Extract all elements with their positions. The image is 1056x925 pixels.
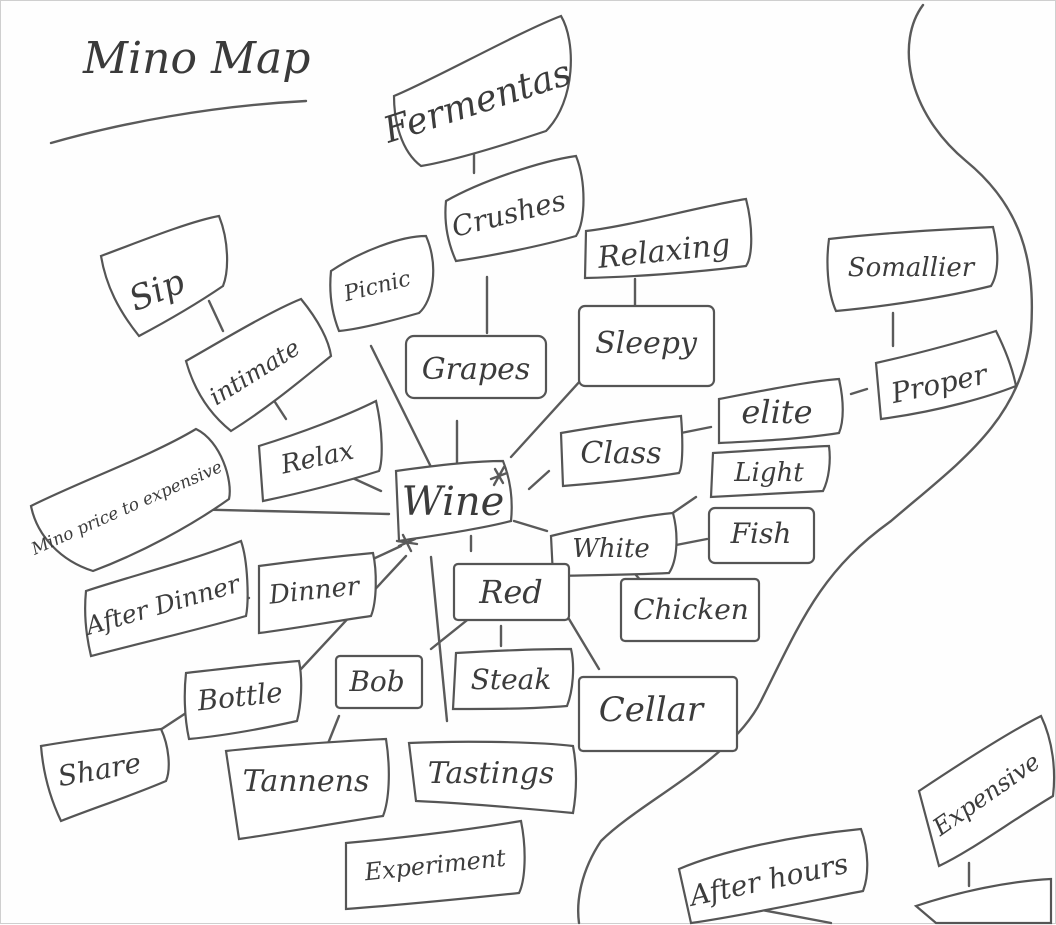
node-box-tastings [407,740,578,815]
node-box-cellar [577,675,739,753]
node-tannens: Tannens [243,764,370,799]
node-box-afterhours [677,827,869,925]
title-underline [49,99,308,145]
node-box-partial [913,877,1053,925]
node-box-grapes [404,334,548,400]
node-cellar: Cellar [599,690,705,730]
node-box-sommelier [826,225,999,313]
node-box-expensive [917,714,1056,868]
node-box-light [709,444,831,499]
node-box-wine [394,459,513,543]
node-box-sip [99,214,229,338]
node-sommelier: Somallier [848,253,976,283]
node-wine: Wine [402,479,505,525]
map-title: Mino Map [82,33,310,84]
node-red: Red [478,573,543,611]
node-box-afterdinner [83,539,249,658]
node-chicken: Chicken [633,593,749,626]
node-sleepy: Sleepy [595,326,698,361]
node-box-elite [717,377,844,445]
node-tastings: Tastings [428,756,555,791]
node-box-tannens [224,737,390,841]
node-box-fermentas [392,14,572,168]
node-box-share [39,727,170,823]
node-elite: elite [741,393,812,431]
asterisk-icon [489,465,509,487]
node-box-intimate [184,297,333,433]
node-steak: Steak [471,663,552,696]
node-box-experiment [344,819,526,911]
node-box-class [559,414,684,488]
node-class: Class [580,436,661,471]
node-box-sleepy [577,304,716,388]
node-light: Light [733,458,804,488]
node-box-dinner [257,551,377,635]
star-marks [395,465,509,553]
node-box-crushes [444,154,585,263]
node-box-white [549,511,678,578]
node-box-steak [451,647,575,711]
node-box-relaxing [583,197,753,280]
node-box-chicken [619,577,761,643]
node-box-red [452,562,571,622]
node-box-bottle [183,659,303,741]
outline-curve [577,3,1034,925]
node-box-bob [334,654,424,710]
node-box-proper [874,329,1018,421]
node-grapes: Grapes [422,352,531,387]
node-box-picnic [329,234,435,333]
node-bob: Bob [348,665,404,698]
node-box-fish [707,506,816,565]
node-white: White [572,534,650,564]
node-box-relax [257,399,383,503]
node-box-price [29,427,231,573]
asterisk-icon [395,533,419,553]
node-fish: Fish [730,517,792,550]
node-boxes [29,14,1056,925]
